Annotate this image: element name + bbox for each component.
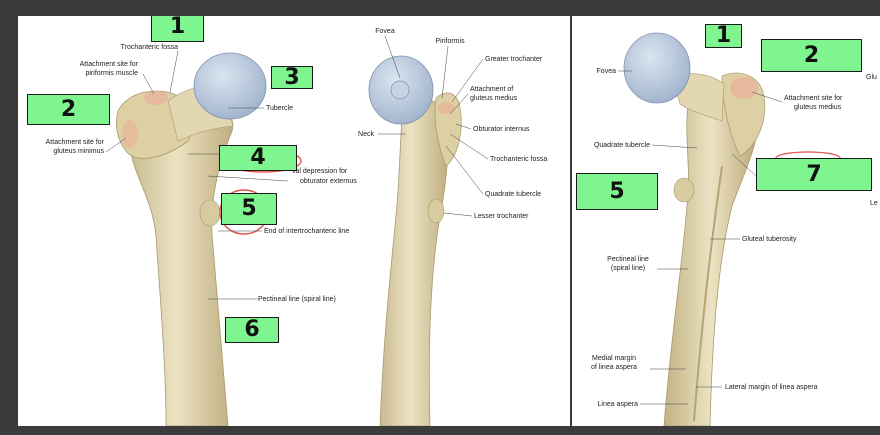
label-greater-trochanter: Greater trochanter (485, 56, 543, 63)
femur-posterior-illustration: Fovea Attachment site for gluteus medius… (591, 32, 878, 426)
medial-leader-lines (378, 35, 489, 217)
label-posterior-fovea: Fovea (597, 68, 617, 75)
label-lesser-trochanter: Lesser trochanter (474, 213, 529, 220)
fovea-pit (390, 80, 410, 100)
linea-aspera-ridge (693, 165, 723, 422)
label-obturator-internus: Obturator internus (473, 126, 530, 133)
label-piriformis-attach-1: Attachment site for (80, 61, 139, 68)
medial-femur-shaft (379, 99, 449, 426)
label-linea-aspera: Linea aspera (598, 401, 639, 408)
left-diagram-panel: Trochanteric fossa Attachment site for p… (18, 16, 570, 426)
posterior-lesser-trochanter (673, 177, 695, 203)
right-diagram-panel: Fovea Attachment site for gluteus medius… (572, 16, 880, 426)
label-obturator-depression-2: obturator externus (300, 178, 357, 185)
answer-box-4[interactable]: 4 (219, 145, 297, 171)
label-medial-margin-1: Medial margin (592, 355, 636, 362)
label-edge-top-cropped: Glu (866, 74, 877, 81)
medial-gluteus-attachment (438, 102, 454, 114)
label-medial-quadrate-tubercle: Quadrate tubercle (485, 191, 541, 198)
answer-box-right-2[interactable]: 2 (761, 39, 862, 72)
label-edge-mid-cropped: Le (870, 200, 878, 207)
label-gluteus-medius-2: gluteus medius (470, 95, 518, 102)
answer-box-5[interactable]: 5 (221, 193, 277, 225)
posterior-femur-head (623, 32, 691, 104)
label-posterior-gluteus-medius-1: Attachment site for (784, 95, 843, 102)
answer-box-2[interactable]: 2 (27, 94, 110, 125)
medial-lesser-trochanter (427, 198, 445, 224)
piriformis-attachment (144, 91, 168, 105)
label-pectineal-line: Pectineal line (spiral line) (258, 296, 336, 303)
label-lateral-margin: Lateral margin of linea aspera (725, 384, 818, 391)
answer-box-1[interactable]: 1 (151, 16, 204, 42)
label-posterior-pectineal-2: (spiral line) (611, 265, 645, 272)
answer-box-right-5[interactable]: 5 (576, 173, 658, 210)
label-neck: Neck (358, 131, 374, 138)
label-intertrochanteric-end: End of intertrochanteric line (264, 228, 349, 235)
label-posterior-gluteus-medius-2: gluteus medius (794, 104, 842, 111)
label-piriformis: Piriformis (435, 38, 465, 45)
anterior-femur-head (193, 52, 267, 120)
posterior-gluteus-medius-attachment (730, 77, 758, 99)
label-trochanteric-fossa: Trochanteric fossa (121, 44, 178, 51)
answer-box-right-1[interactable]: 1 (705, 24, 742, 48)
label-gluteus-minimus-1: Attachment site for (46, 139, 105, 146)
label-posterior-pectineal-1: Pectineal line (607, 256, 649, 263)
label-obturator-depression-1: val depression for (292, 168, 348, 175)
answer-box-6[interactable]: 6 (225, 317, 279, 343)
label-medial-trochanteric-fossa: Trochanteric fossa (490, 156, 547, 163)
label-fovea: Fovea (375, 28, 395, 35)
anterior-lesser-trochanter (199, 199, 221, 227)
femur-anterior-medial-illustration: Trochanteric fossa Attachment site for p… (46, 28, 547, 426)
label-piriformis-attach-2: piriformis muscle (85, 70, 138, 77)
answer-box-3[interactable]: 3 (271, 66, 313, 89)
answer-box-right-7[interactable]: 7 (756, 158, 872, 191)
label-posterior-quadrate-tubercle: Quadrate tubercle (594, 142, 650, 149)
label-medial-margin-2: of linea aspera (591, 364, 637, 371)
label-tubercle: Tubercle (266, 105, 293, 112)
gluteus-minimus-attachment (122, 120, 138, 148)
label-gluteus-medius-1: Attachment of (470, 86, 513, 93)
label-gluteus-minimus-2: gluteus minimus (53, 148, 104, 155)
label-gluteal-tuberosity: Gluteal tuberosity (742, 236, 797, 243)
posterior-leader-lines (618, 70, 783, 405)
